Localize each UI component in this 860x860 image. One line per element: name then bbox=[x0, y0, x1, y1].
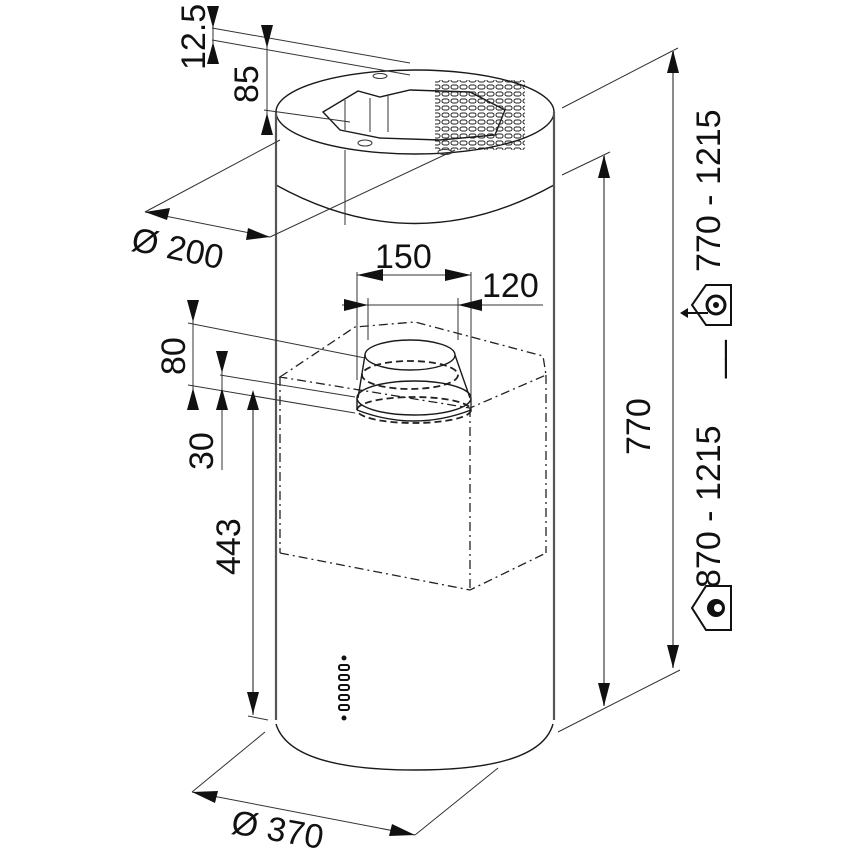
arrow-left bbox=[192, 791, 218, 803]
arrow-right bbox=[246, 228, 270, 240]
arrow-left bbox=[145, 208, 170, 220]
control-button[interactable] bbox=[338, 684, 350, 691]
adapter-side bbox=[357, 354, 366, 399]
extension-line bbox=[211, 39, 411, 76]
indicator-dot bbox=[341, 655, 347, 661]
arrow-right bbox=[445, 269, 471, 281]
arrow-down bbox=[247, 692, 259, 714]
dimension-top-ring bbox=[207, 6, 411, 135]
indicator-dot bbox=[341, 715, 347, 721]
extension-line bbox=[211, 27, 411, 64]
label-top-ring-height: 85 bbox=[228, 65, 266, 103]
extension-line bbox=[247, 715, 269, 721]
label-top-offset: 12.5 bbox=[175, 4, 213, 70]
arrow-down bbox=[207, 6, 219, 28]
screw-hole bbox=[372, 73, 388, 79]
duct-adapter bbox=[356, 339, 472, 424]
arrow-up bbox=[216, 388, 228, 410]
extension-line bbox=[557, 669, 681, 733]
dimension-top-diameter bbox=[144, 139, 456, 240]
control-button[interactable] bbox=[338, 704, 350, 711]
control-button[interactable] bbox=[338, 664, 350, 671]
extension-line bbox=[263, 109, 351, 123]
extension-line bbox=[561, 47, 679, 109]
box-bottom-edge bbox=[279, 552, 547, 591]
adapter-base bbox=[356, 409, 472, 422]
arrow-up bbox=[207, 42, 219, 64]
body-bottom-edge bbox=[275, 723, 554, 771]
label-outlet-inner: 120 bbox=[482, 267, 539, 305]
extension-line bbox=[144, 139, 281, 213]
arrow-down bbox=[187, 300, 199, 322]
label-range-ducted: 770 - 1215 bbox=[690, 109, 728, 272]
arrow-left bbox=[357, 269, 383, 281]
dim-line bbox=[191, 791, 416, 836]
arrow-down bbox=[667, 645, 679, 668]
adapter-lower bbox=[356, 380, 472, 416]
extension-line bbox=[219, 374, 356, 398]
arrow-right bbox=[344, 299, 368, 311]
extension-line bbox=[191, 731, 266, 793]
label-range-separator: __ bbox=[690, 339, 728, 379]
house-extraction-icon bbox=[680, 284, 732, 326]
arrow-left bbox=[458, 299, 482, 311]
arrow-up bbox=[667, 50, 679, 73]
ring-lower-edge bbox=[275, 184, 555, 225]
arrow-up bbox=[261, 113, 273, 135]
label-outlet-outer: 150 bbox=[375, 238, 432, 276]
motor-box-hidden bbox=[278, 321, 547, 591]
house-recirculation-icon bbox=[690, 585, 732, 631]
arrow-right bbox=[389, 824, 415, 836]
grille-pattern bbox=[435, 80, 525, 150]
label-top-diameter: Ø 200 bbox=[128, 221, 227, 277]
screw-hole bbox=[357, 139, 373, 147]
arrow-up bbox=[598, 155, 610, 178]
dimension-lower-height bbox=[247, 390, 269, 721]
control-button[interactable] bbox=[338, 694, 350, 701]
extension-line bbox=[187, 322, 366, 359]
extension-line bbox=[187, 384, 356, 414]
label-range-recirculation: 870 - 1215 bbox=[690, 425, 728, 588]
extension-line bbox=[414, 767, 499, 836]
dimension-outlet bbox=[342, 269, 543, 410]
adapter-top bbox=[364, 339, 456, 371]
dimension-overall-range bbox=[561, 47, 679, 668]
arrow-up bbox=[187, 388, 199, 410]
extension-line bbox=[269, 149, 456, 238]
control-panel bbox=[338, 655, 350, 721]
arrow-down bbox=[598, 683, 610, 706]
label-body-diameter: Ø 370 bbox=[229, 803, 327, 857]
arrow-up bbox=[247, 390, 259, 410]
label-body-height: 770 bbox=[620, 398, 658, 455]
dimension-adapter bbox=[187, 300, 366, 470]
label-lower-height: 443 bbox=[210, 518, 248, 575]
hood-body bbox=[274, 69, 556, 771]
control-button[interactable] bbox=[338, 674, 350, 681]
label-adapter-step: 30 bbox=[183, 432, 221, 470]
label-adapter-height: 80 bbox=[155, 337, 193, 375]
top-opening bbox=[321, 73, 525, 155]
box-top-face bbox=[278, 321, 547, 409]
adapter-side bbox=[454, 354, 471, 399]
dimension-body-height bbox=[557, 151, 681, 733]
dimension-body-diameter bbox=[191, 731, 499, 836]
arrow-down bbox=[216, 351, 228, 373]
arrow-down bbox=[261, 25, 273, 48]
extension-line bbox=[561, 151, 611, 176]
